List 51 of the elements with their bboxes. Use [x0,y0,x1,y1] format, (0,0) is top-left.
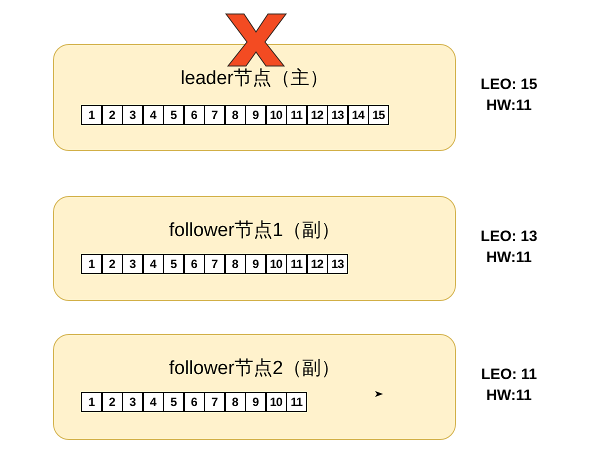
log-cell: 6 [184,392,204,412]
log-cell: 12 [306,254,328,274]
log-cell: 7 [204,392,225,412]
offset-label: LEO: 15 [480,76,538,93]
log-cell: 6 [184,254,204,274]
node-box [53,334,456,440]
log-cell: 11 [286,254,307,274]
log-cell: 11 [286,392,307,412]
log-cell: 4 [142,105,164,125]
log-cell: 9 [245,254,266,274]
log-cell: 12 [306,105,328,125]
offset-label: LEO: 13 [480,228,538,245]
offset-label: HW:11 [486,387,532,404]
offset-label: HW:11 [486,97,532,114]
log-cell: 4 [142,392,164,412]
log-cell: 2 [102,254,122,274]
node-box [53,44,456,151]
node-title: leader节点（主） [180,67,328,91]
log-cell: 3 [122,392,143,412]
log-cell: 14 [348,105,368,125]
log-cell: 5 [163,392,184,412]
log-cell: 11 [286,105,307,125]
offset-label: HW:11 [486,249,532,266]
offset-label: LEO: 11 [481,366,537,383]
node-title: follower节点1（副） [168,219,340,243]
log-cell: 10 [266,105,286,125]
log-cell: 5 [163,254,184,274]
log-cell: 3 [122,105,143,125]
log-cell: 6 [184,105,204,125]
log-cell: 15 [368,105,389,125]
log-cell: 7 [204,254,225,274]
log-cell: 3 [122,254,143,274]
node-box [53,196,456,301]
log-cell: 5 [163,105,184,125]
node-title: follower节点2（副） [168,357,340,381]
log-cell: 1 [81,254,102,274]
log-cell: 10 [266,392,286,412]
log-cell: 8 [224,105,246,125]
log-cell: 7 [204,105,225,125]
log-cell: 13 [327,105,348,125]
log-cell: 8 [224,392,246,412]
log-cell: 8 [224,254,246,274]
log-cell: 1 [81,105,102,125]
log-cell: 2 [102,392,122,412]
log-cell: 9 [245,105,266,125]
log-cell: 13 [327,254,348,274]
log-cell: 4 [142,254,164,274]
log-cell: 1 [81,392,102,412]
log-cell: 2 [102,105,122,125]
log-cell: 10 [266,254,286,274]
log-cell: 9 [245,392,266,412]
